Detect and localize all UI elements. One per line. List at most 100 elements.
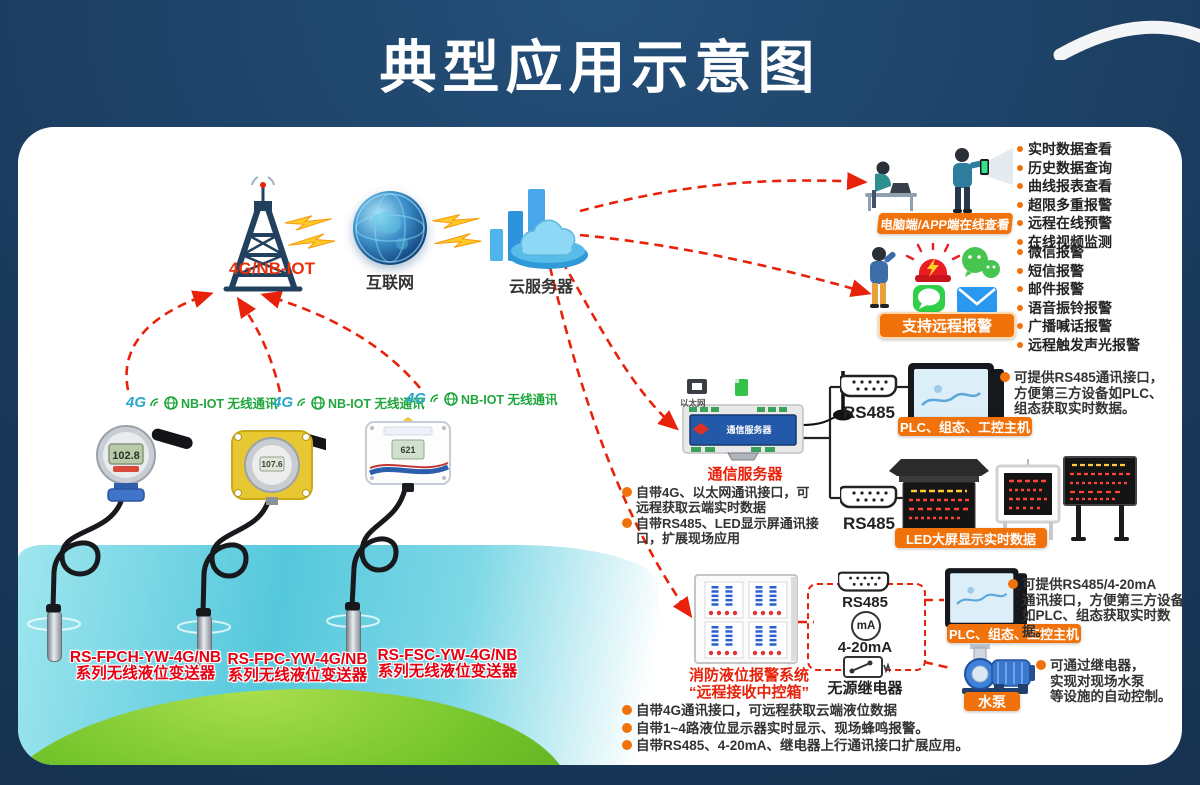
device2-name: RS-FPC-YW-4G/NB 系列无线液位变送器 [210,652,385,684]
bullet-dot [622,518,632,528]
alarm-feature-list: 微信报警 短信报警 邮件报警 语音振铃报警 广播喊话报警 远程触发声光报警 [1017,243,1140,354]
bullet-dot [1017,220,1023,227]
feature-text: 远程触发声光报警 [1028,336,1140,353]
bullet-dot [1017,146,1023,153]
4g-label: 4G [126,394,147,411]
ma-text: mA [856,620,876,632]
black-wires [800,385,910,500]
rs485-label-bottom: RS485 [843,514,895,533]
globe-icon [444,391,458,406]
level-probe [47,612,62,662]
probe-cap [345,602,360,611]
bullet-dot [1017,286,1023,293]
device-series: 系列无线液位变送器 [377,663,518,680]
cloud-label: 云服务器 [508,279,573,296]
device1-name: RS-FPCH-YW-4G/NB 系列无线液位变送器 [58,650,233,682]
note-text: 自带RS485、4-20mA、继电器上行通讯接口扩展应用。 [636,738,970,753]
device-model: RS-FSC-YW-4G/NB [377,647,518,664]
relay-icon [843,656,890,678]
svg-text:621: 621 [400,445,415,455]
phone-light-beam [983,148,1013,185]
siren-icon [905,243,961,282]
fire-box-label: 消防液位报警系统 “远程接收中控箱” [679,667,819,701]
fire-box-label-line2: “远程接收中控箱” [688,683,809,701]
comm-server-label: 通信服务器 [707,466,783,483]
ma-label: 4-20mA [837,639,893,656]
signal-icon [150,397,159,407]
pump-icon [962,644,1035,694]
device2-conn-label: 4G NB-IOT 无线通讯 [273,393,425,412]
plc-badge-bottom: PLC、组态、工控主机 [947,624,1081,643]
nbiot-label: NB-IOT 无线通讯 [461,393,558,407]
list-item: 曲线报表查看 [1017,177,1112,196]
bullet-dot [1017,267,1023,274]
internet-globe-icon [353,191,427,265]
led-board-stand-icon [1063,456,1137,541]
transmitter-blue-icon: 102.8 [96,425,193,502]
alarm-badge: 支持远程报警 [878,312,1016,339]
4g-label: 4G [273,394,294,411]
tower-icon [223,176,303,292]
list-item: 语音振铃报警 [1017,299,1140,318]
plc-bottom-note: 可提供RS485/4-20mA 通讯接口，方便第三方设备 如PLC、组态获取实时… [1008,577,1182,639]
db9-connector-icon [838,571,890,592]
device-model: RS-FPCH-YW-4G/NB [69,649,222,666]
plc-top-note: 可提供RS485通讯接口， 方便第三方设备如PLC、 组态获取实时数据。 [1000,370,1170,417]
svg-text:107.6: 107.6 [261,459,283,469]
list-item: 实时数据查看 [1017,140,1112,159]
signal-icon [297,397,306,407]
bullet-dot [622,487,632,497]
device-series: 系列无线液位变送器 [227,667,368,684]
device3-name: RS-FSC-YW-4G/NB 系列无线液位变送器 [360,648,535,680]
ma-icon: mA [851,611,881,641]
bullet-dot [1017,323,1023,330]
probe-cap [46,604,61,613]
bullet-dot [622,740,632,750]
list-item: 邮件报警 [1017,280,1140,299]
device-model: RS-FPC-YW-4G/NB [227,651,368,668]
bullet-dot [1017,341,1023,348]
fire-box-notes: 自带4G通讯接口，可远程获取云端液位数据 自带1~4路液位显示器实时显示、现场蜂… [622,703,969,756]
feature-text: 历史数据查询 [1028,159,1112,176]
alarm-illustration [870,243,1000,313]
nbiot-label: NB-IOT 无线通讯 [181,397,278,411]
led-badge: LED大屏显示实时数据 [895,528,1047,548]
bullet-dot [1017,249,1023,256]
people-viewing-illustration [865,148,1013,213]
note-text: 自带4G、以太网通讯接口，可远程获取云端实时数据 [636,485,810,515]
server-panel-text: 通信服务器 [726,424,772,435]
level-probe [346,610,361,660]
globe-icon [311,395,325,410]
led-board-frame-icon [995,459,1061,540]
signal-icon [430,393,439,403]
list-item: 在线视频监测 [1017,233,1112,252]
feature-text: 远程在线预警 [1028,215,1112,232]
bullet-dot [622,705,632,715]
led-board-roof-icon [889,459,989,545]
cloud-server-icon [490,189,588,269]
pump-note: 可通过继电器， 实现对现场水泵 等设施的自动控制。 [1036,658,1182,705]
server-eth-label: 以太网 [680,398,706,408]
mail-icon [957,287,997,313]
comm-server-icon: 通信服务器 [682,371,853,461]
internet-label: 互联网 [365,275,414,292]
transmitter-box-icon: 621 [365,417,451,492]
dashed-arrows [125,172,951,670]
bullet-dot [1017,238,1023,245]
feature-text: 广播喊话报警 [1028,318,1112,335]
bullet-dot [1000,372,1010,382]
level-probe [197,616,212,666]
feature-text: 在线视频监测 [1028,233,1112,250]
globe-icon [164,395,178,410]
list-item: 广播喊话报警 [1017,317,1140,336]
header-band [0,0,1200,127]
list-item: 远程触发声光报警 [1017,336,1140,355]
tower-label: 4G/NB-IOT [229,259,315,278]
diagram-canvas: 4G/NB-IOT 互联网 云服务器 [18,127,1182,765]
nbiot-label: NB-IOT 无线通讯 [328,397,425,411]
sensor-cables [50,486,408,616]
note-text: 可提供RS485通讯接口， 方便第三方设备如PLC、 组态获取实时数据。 [1014,370,1164,416]
feature-text: 邮件报警 [1028,281,1084,298]
note-text: 可通过继电器， 实现对现场水泵 等设施的自动控制。 [1050,658,1172,704]
